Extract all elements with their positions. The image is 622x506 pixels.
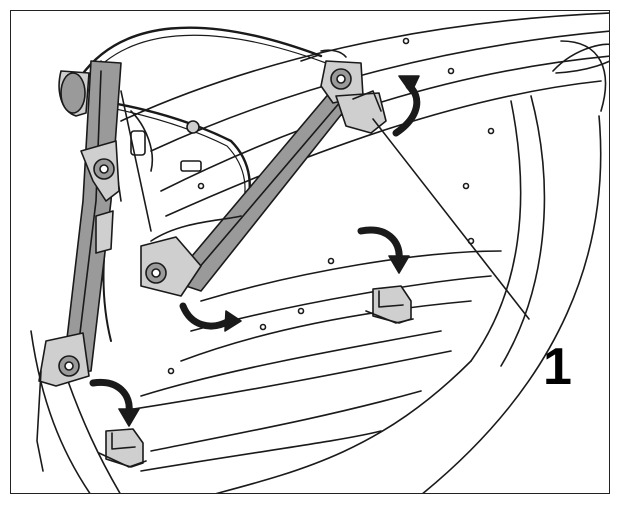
callout-leader-line bbox=[372, 118, 530, 320]
right-guide-rail bbox=[140, 60, 387, 297]
door-clip-lower bbox=[98, 428, 147, 468]
arrow-icon-upper-clip bbox=[357, 226, 410, 274]
arrow-icon-lower-clip bbox=[89, 378, 140, 427]
illustration-frame: 1 bbox=[10, 10, 610, 494]
arrow-icon-upper-right bbox=[392, 75, 421, 137]
callout-label: 1 bbox=[543, 338, 572, 396]
left-guide-rail bbox=[36, 60, 122, 472]
window-regulator-diagram bbox=[30, 12, 609, 493]
door-clip-upper bbox=[365, 285, 414, 324]
door-panel bbox=[30, 12, 609, 493]
arrow-icon-lower-rail bbox=[179, 302, 242, 332]
